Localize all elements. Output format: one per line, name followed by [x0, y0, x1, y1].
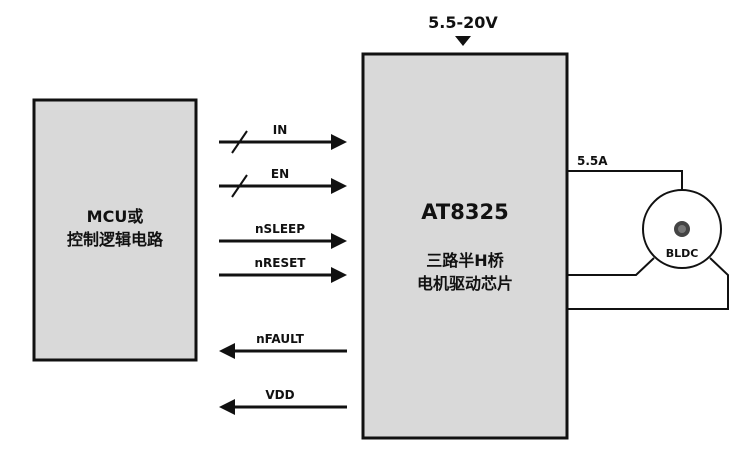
- supply-voltage-label: 5.5-20V: [428, 13, 498, 32]
- chip-block: [361, 52, 569, 440]
- signal-label: EN: [271, 167, 289, 181]
- arrow-head-icon: [219, 399, 235, 415]
- chip-desc-line1: 三路半H桥: [426, 251, 504, 270]
- signal-nfault: nFAULT: [219, 332, 347, 359]
- motor-wire-phase-c: [567, 257, 729, 310]
- signal-lines: IN EN nSLEEP nRESET nFAULT VDD: [219, 123, 347, 415]
- arrow-head-icon: [331, 178, 347, 194]
- mcu-block: [32, 98, 198, 362]
- motor-wire-phase-a: [567, 170, 683, 190]
- signal-label: VDD: [265, 388, 294, 402]
- signal-en: EN: [219, 167, 347, 198]
- signal-label: IN: [273, 123, 288, 137]
- supply-arrow-icon: [455, 36, 471, 46]
- arrow-head-icon: [219, 343, 235, 359]
- signal-vdd: VDD: [219, 388, 347, 415]
- output-current-label: 5.5A: [577, 154, 608, 168]
- signal-nreset: nRESET: [219, 256, 347, 283]
- arrow-head-icon: [331, 233, 347, 249]
- motor-label: BLDC: [666, 247, 699, 260]
- bus-slash-icon: [231, 174, 248, 198]
- chip-name: AT8325: [421, 200, 508, 224]
- bus-slash-icon: [231, 130, 248, 154]
- signal-in: IN: [219, 123, 347, 154]
- mcu-label-line1: MCU或: [87, 207, 144, 226]
- signal-label: nFAULT: [256, 332, 305, 346]
- motor-shaft-center-icon: [678, 225, 686, 233]
- arrow-head-icon: [331, 134, 347, 150]
- signal-label: nRESET: [254, 256, 306, 270]
- mcu-label-line2: 控制逻辑电路: [67, 230, 164, 249]
- signal-label: nSLEEP: [255, 222, 305, 236]
- motor-wire-phase-b: [567, 257, 655, 276]
- signal-nsleep: nSLEEP: [219, 222, 347, 249]
- arrow-head-icon: [331, 267, 347, 283]
- chip-desc-line2: 电机驱动芯片: [417, 274, 513, 293]
